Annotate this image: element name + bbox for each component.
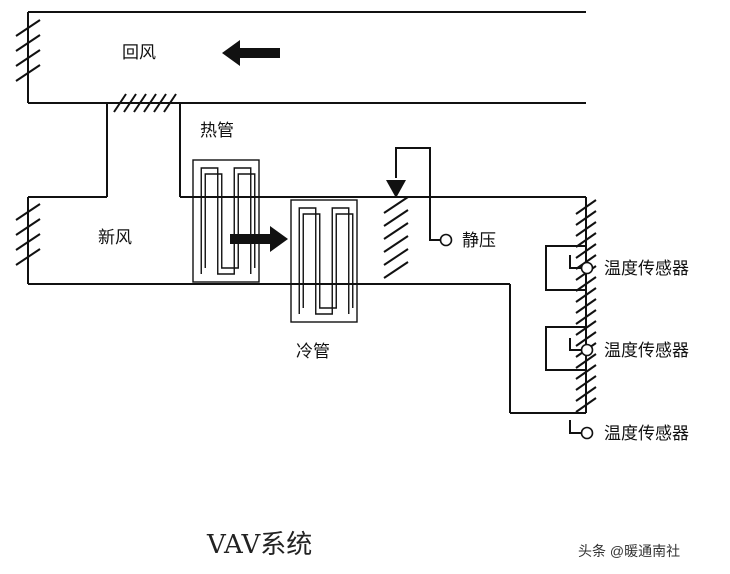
vav-damper <box>383 196 409 279</box>
room-wall-hatching <box>575 199 597 413</box>
supply-air-arrow-icon <box>230 226 288 252</box>
temperature-sensor-group <box>545 245 594 440</box>
return-air-arrow-icon <box>222 40 280 66</box>
static-pressure-sensor <box>386 147 453 247</box>
temp-sensor-3-icon <box>580 426 594 440</box>
watermark: 头条 @暖通南社 <box>578 543 680 559</box>
mixing-damper <box>113 93 177 113</box>
heating-coil <box>192 159 260 283</box>
return-air-label: 回风 <box>122 43 156 63</box>
heating-coil-label: 热管 <box>200 121 234 141</box>
static-pressure-arrow-icon <box>386 180 406 198</box>
static-pressure-label: 静压 <box>462 231 496 251</box>
cooling-coil-label: 冷管 <box>296 342 330 362</box>
fresh-air-damper <box>15 203 41 266</box>
temp-sensor-2-label: 温度传感器 <box>604 341 689 361</box>
return-air-damper <box>15 19 41 82</box>
fresh-air-label: 新风 <box>98 228 132 248</box>
temp-sensor-2-icon <box>580 343 594 357</box>
cooling-coil <box>290 199 358 323</box>
pressure-sensor-icon <box>439 233 453 247</box>
temp-sensor-1-label: 温度传感器 <box>604 259 689 279</box>
temp-sensor-3-label: 温度传感器 <box>604 424 689 444</box>
temp-sensor-1-icon <box>580 261 594 275</box>
diagram-title: VAV系统 <box>206 530 312 560</box>
